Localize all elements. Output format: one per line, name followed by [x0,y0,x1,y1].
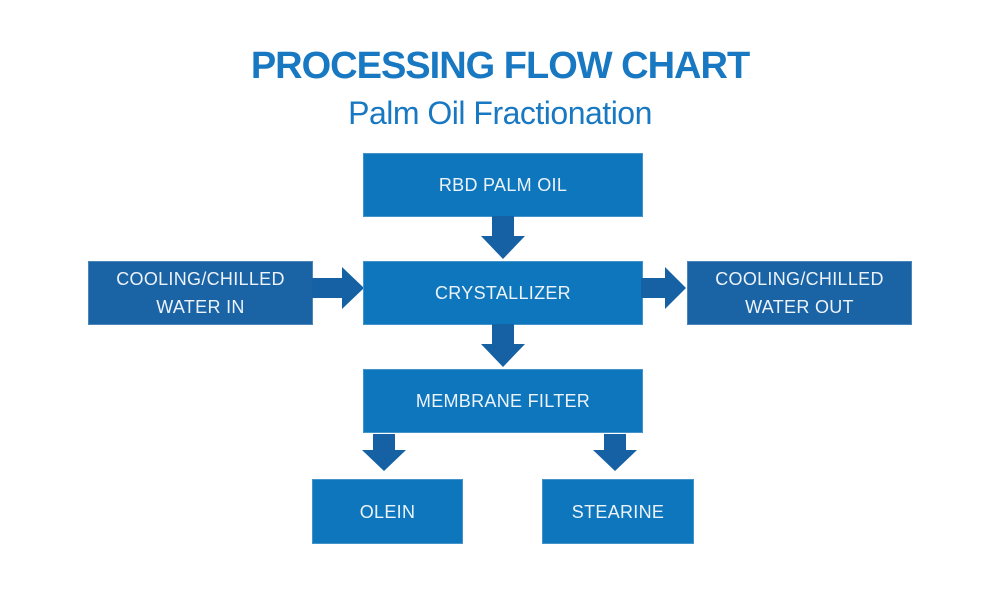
node-rbd-palm-oil: RBD PALM OIL [363,153,643,217]
page-title: PROCESSING FLOW CHART [250,45,750,87]
node-label-line2: WATER IN [156,297,245,317]
node-label: CRYSTALLIZER [435,283,571,303]
node-label: RBD PALM OIL [438,175,568,195]
node-membrane-filter: MEMBRANE FILTER [363,369,643,433]
node-label-line1: COOLING/CHILLED [715,269,884,289]
node-label: STEARINE [571,501,665,522]
arrow-right-icon [641,267,686,309]
node-stearine: STEARINE [542,479,694,544]
node-label: MEMBRANE FILTER [415,391,591,411]
arrow-down-icon [593,434,637,471]
node-cooling-water-out: COOLING/CHILLED WATER OUT [687,261,912,325]
arrow-down-icon [481,216,525,259]
page-subtitle: Palm Oil Fractionation [348,95,652,131]
arrow-down-icon [481,324,525,367]
arrow-down-icon [362,434,406,471]
node-olein: OLEIN [312,479,463,544]
node-label-line1: COOLING/CHILLED [116,269,285,289]
node-cooling-water-in: COOLING/CHILLED WATER IN [88,261,313,325]
node-label: OLEIN [359,501,416,522]
node-label-line2: WATER OUT [745,297,854,317]
node-crystallizer: CRYSTALLIZER [363,261,643,325]
arrow-right-icon [312,267,364,309]
